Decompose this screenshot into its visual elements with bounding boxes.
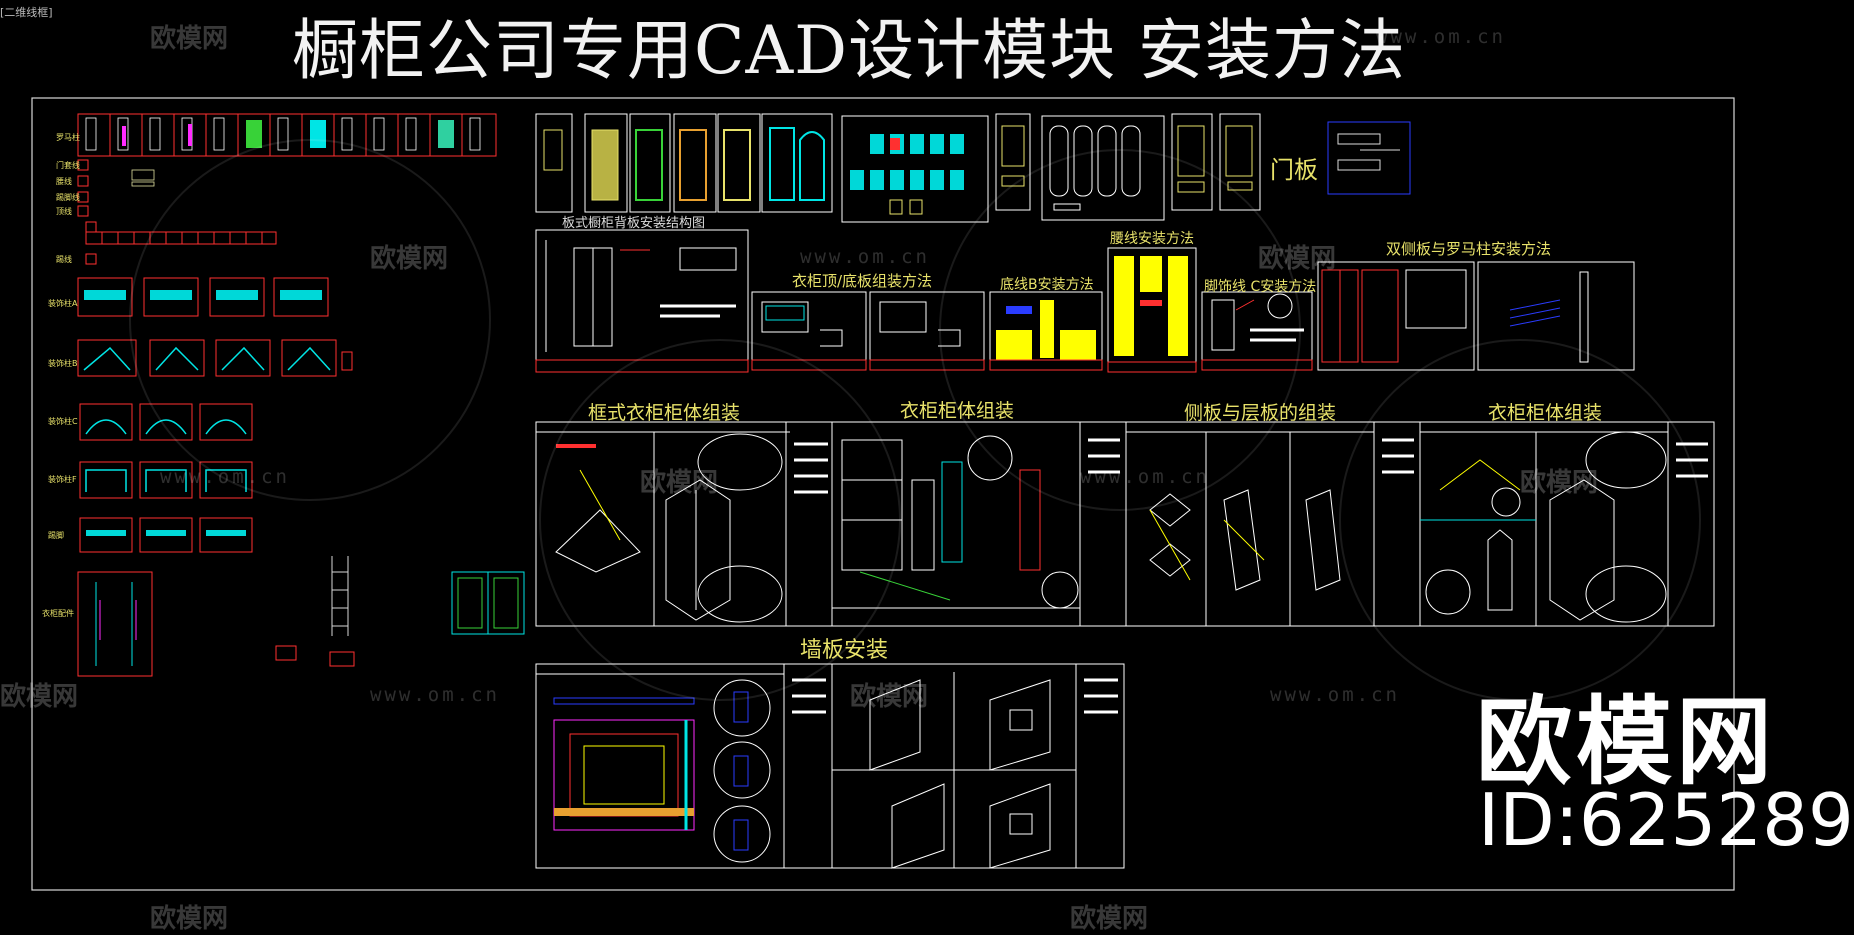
watermark-text: 欧模网 xyxy=(850,682,929,712)
wardrobe-accessory xyxy=(77,571,153,677)
watermark-url: www.om.cn xyxy=(1376,26,1506,48)
waistline-sheet xyxy=(1107,247,1197,373)
page-title: 橱柜公司专用CAD设计模块 安装方法 xyxy=(292,12,1407,89)
watermark-text: 欧模网 xyxy=(1070,904,1149,934)
side-label: 罗马柱 xyxy=(56,133,80,142)
watermark-url: www.om.cn xyxy=(1080,466,1210,488)
side-label: 装饰柱F xyxy=(48,475,77,484)
top-bottom-label: 衣柜顶/底板组装方法 xyxy=(792,272,933,290)
drawing-border xyxy=(31,97,1735,891)
bottom-line-sheet xyxy=(989,291,1103,371)
side-label: 踢线 xyxy=(56,255,72,264)
wall-panel-sheet xyxy=(535,663,833,869)
watermark-text: 欧模网 xyxy=(1258,244,1337,274)
waistline-label: 腰线安装方法 xyxy=(1110,231,1194,247)
side-label: 踢脚线 xyxy=(56,193,80,202)
decor-column-b xyxy=(77,339,353,377)
door-panel-label: 门板 xyxy=(1270,156,1318,184)
watermark-text: 欧模网 xyxy=(150,24,229,54)
side-label: 衣柜配件 xyxy=(42,609,74,618)
wall-panel-sheet-2 xyxy=(831,663,1125,869)
top-bottom-sheet xyxy=(751,291,985,371)
side-label: 装饰柱B xyxy=(48,359,78,368)
decor-column-f xyxy=(79,461,253,499)
side-label: 踢脚 xyxy=(48,531,64,540)
roman-column-details xyxy=(85,117,481,151)
roman-column-fills xyxy=(122,120,454,148)
wardrobe-body-label: 衣柜柜体组装 xyxy=(900,400,1015,422)
frame-wardrobe-sheet xyxy=(535,421,833,627)
side-label: 腰线 xyxy=(56,177,72,186)
wardrobe-body-2-label: 衣柜柜体组装 xyxy=(1488,402,1603,424)
brand-logo: 欧模网 xyxy=(1476,686,1776,798)
component-library xyxy=(77,113,525,677)
loose-ladder xyxy=(331,556,349,636)
profile-small-shapes xyxy=(131,169,155,187)
watermark-text: 欧模网 xyxy=(640,468,719,498)
side-label: 装饰柱C xyxy=(48,417,78,426)
watermark-text: 欧模网 xyxy=(370,244,449,274)
wardrobe-body-sheet xyxy=(831,421,1127,627)
skirting xyxy=(79,517,253,553)
brand-id: ID:625289 xyxy=(1478,778,1854,862)
wardrobe-body-2-sheet xyxy=(1419,421,1715,627)
loose-wardrobe xyxy=(451,571,525,635)
foot-line-sheet xyxy=(1201,291,1313,371)
watermark-text: 欧模网 xyxy=(150,904,229,934)
back-panel-sheet xyxy=(535,229,749,373)
decor-column-a xyxy=(77,277,329,317)
watermark-swirls xyxy=(129,139,1701,701)
roman-column-label: 双侧板与罗马柱安装方法 xyxy=(1386,240,1552,258)
cad-drawing-canvas[interactable] xyxy=(0,0,1770,924)
side-label: 装饰柱A xyxy=(48,299,78,308)
door-panel-sheet-3 xyxy=(995,113,1411,221)
wall-panel-label: 墙板安装 xyxy=(800,638,889,663)
frame-wardrobe-label: 框式衣柜柜体组装 xyxy=(588,402,741,424)
side-shelf-label: 侧板与层板的组装 xyxy=(1184,402,1337,424)
decor-column-c xyxy=(79,403,253,441)
side-label: 门套线 xyxy=(56,161,80,170)
roman-column-sheet xyxy=(1317,261,1635,371)
watermark-url: www.om.cn xyxy=(370,684,500,706)
watermark-url: www.om.cn xyxy=(1270,684,1400,706)
watermark-url: www.om.cn xyxy=(800,246,930,268)
door-panel-sheet-2 xyxy=(841,115,989,223)
side-label: 顶线 xyxy=(56,207,72,216)
foot-line-label: 脚饰线 C安装方法 xyxy=(1204,279,1317,295)
door-panel-sheet-1 xyxy=(535,113,833,213)
watermark-text: 欧模网 xyxy=(1520,468,1599,498)
side-shelf-sheet xyxy=(1125,421,1421,627)
watermark-url: www.om.cn xyxy=(160,466,290,488)
profile-list xyxy=(77,159,277,265)
bottom-line-label: 底线B安装方法 xyxy=(1000,277,1094,293)
watermark-text: 欧模网 xyxy=(0,682,79,712)
back-panel-label: 板式橱柜背板安装结构图 xyxy=(562,216,706,231)
roman-column-row xyxy=(77,113,497,157)
viewport-label[interactable]: [二维线框] xyxy=(0,6,53,19)
